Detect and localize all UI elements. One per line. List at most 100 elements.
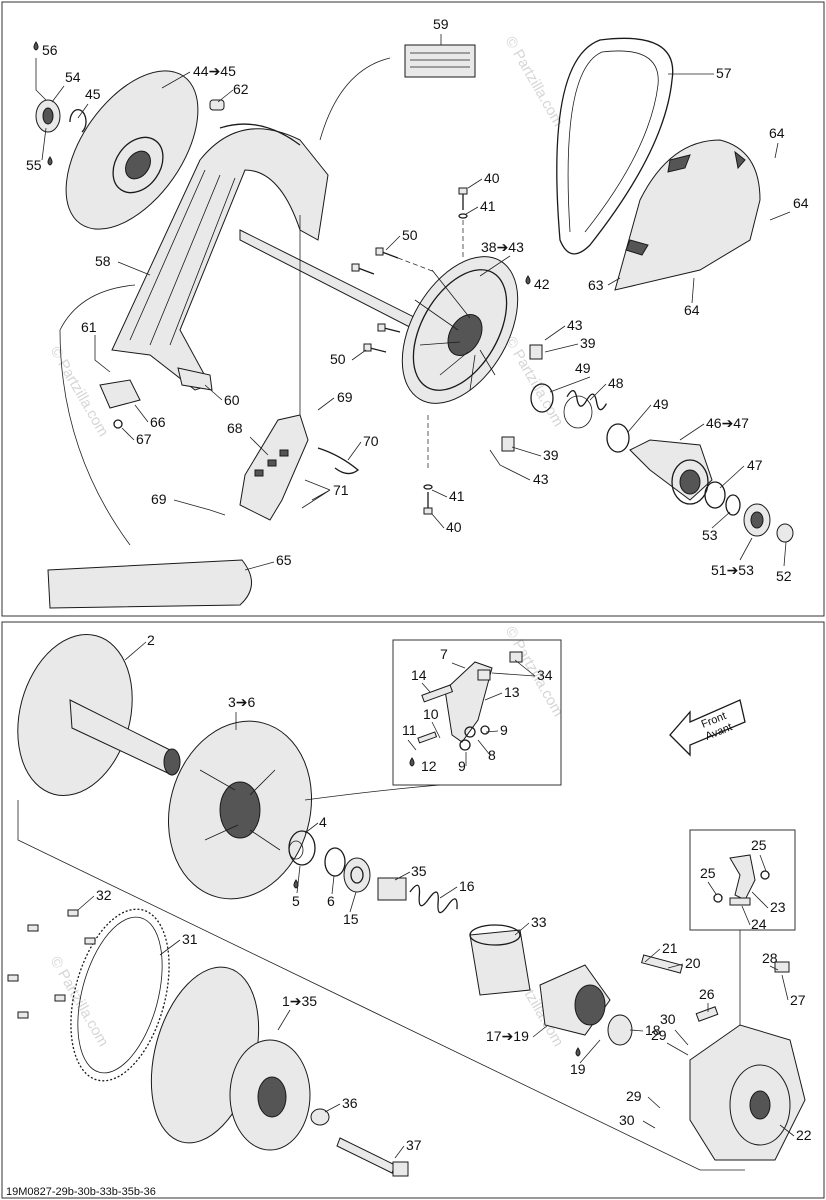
fixed-sheave-disc [65,70,199,230]
bearing-54 [35,99,61,133]
callout-25-left: 25 [700,865,716,881]
callout-3: 3➔6 [228,694,256,710]
callout-1: 1➔35 [282,993,317,1009]
bolt-40-bottom [423,415,433,515]
adjuster-51 [743,503,771,537]
callout-17: 17➔19 [486,1028,529,1044]
upper-panel-frame [1,1,825,617]
callout-61: 61 [81,319,97,335]
upper-callouts: 56 54 45 55 44➔45 62 59 57 64 64 64 63 4… [26,16,809,584]
callout-21: 21 [662,940,678,956]
diagram-code: 19M0827-29b-30b-33b-35b-36 [6,1186,156,1198]
callout-7: 7 [440,646,448,662]
lower-panel-frame [1,621,825,1199]
callout-49-top: 49 [575,360,591,376]
ring-49-upper [530,383,554,413]
callout-41-bottom: 41 [449,488,465,504]
bolt-26 [695,1006,719,1022]
callout-57: 57 [716,65,732,81]
clip-70 [317,447,360,475]
lower-locator-line [17,800,745,1171]
callout-63: 63 [588,277,604,293]
decal-65 [47,559,252,609]
callout-68: 68 [227,420,243,436]
callout-28: 28 [762,950,778,966]
callout-20: 20 [685,955,701,971]
callout-46: 46➔47 [706,415,749,431]
lower-leader-lines [77,641,795,1159]
callout-5: 5 [292,893,300,909]
ring-49-lower [606,423,630,453]
callout-67: 67 [136,431,152,447]
callout-4: 4 [319,814,327,830]
callout-31: 31 [182,931,198,947]
oil-drop-icons [33,41,581,1057]
slider-39-lower [501,436,515,452]
bolt-50-upper [351,247,436,275]
callout-35: 35 [411,863,427,879]
callout-50-top: 50 [402,227,418,243]
callout-65: 65 [276,552,292,568]
grommet-62 [209,99,225,111]
callout-9-bottom: 9 [458,758,466,774]
inset-arm-box [689,829,796,931]
spring-48 [563,390,607,429]
driven-pulley [401,256,519,404]
callout-24: 24 [751,916,767,932]
front-arrow: Front Avant [669,699,746,757]
inset-locator [304,784,441,801]
callout-47: 47 [747,457,763,473]
callout-54: 54 [65,69,81,85]
callout-16: 16 [459,878,475,894]
callout-64-top: 64 [769,125,785,141]
belt-guard-bracket [111,99,329,391]
callout-23: 23 [770,899,786,915]
belt-guard-cover [614,139,761,291]
watermark-1: © Partzilla.com [502,34,567,130]
callout-69-top: 69 [337,389,353,405]
callout-29-bottom: 29 [626,1088,642,1104]
bolt-37 [336,1137,409,1177]
callout-66: 66 [150,414,166,430]
callout-41-top: 41 [480,198,496,214]
bolt-50-lower [363,323,401,353]
label-59-arrow [319,57,391,141]
washer-15 [343,857,371,893]
callout-8: 8 [488,747,496,763]
bushing-18 [607,1014,633,1046]
ring-6 [324,847,346,877]
callout-55: 55 [26,157,42,173]
callout-30-top: 30 [660,1011,676,1027]
support-66 [99,379,141,409]
callout-50-bottom: 50 [330,351,346,367]
oil-drop-icon-55 [47,156,53,166]
callout-12: 12 [421,758,437,774]
cover-22 [689,1024,806,1161]
bolt-20 [641,954,683,974]
drive-belt [556,37,674,255]
callout-70: 70 [363,433,379,449]
callout-11: 11 [402,722,417,738]
sleeve-33 [469,924,531,996]
oil-drop-icon-56 [33,41,39,51]
callout-6: 6 [327,893,335,909]
bushing-4 [288,830,316,866]
callout-36: 36 [342,1095,358,1111]
spacer-35 [377,877,407,901]
callout-39-bottom: 39 [543,447,559,463]
callout-40-top: 40 [484,170,500,186]
callout-42: 42 [534,276,550,292]
callout-51: 51➔53 [711,562,754,578]
callout-53: 53 [702,527,718,543]
callout-71: 71 [333,482,349,498]
callout-33: 33 [531,914,547,930]
oil-drop-icon-5 [293,879,299,889]
callout-59: 59 [433,16,449,32]
callout-34: 34 [537,667,553,683]
upper-leader-lines [35,34,791,571]
retainer-47 [704,481,726,509]
callout-2: 2 [147,632,155,648]
spider-17 [539,964,611,1036]
circlip-45 [69,108,87,133]
